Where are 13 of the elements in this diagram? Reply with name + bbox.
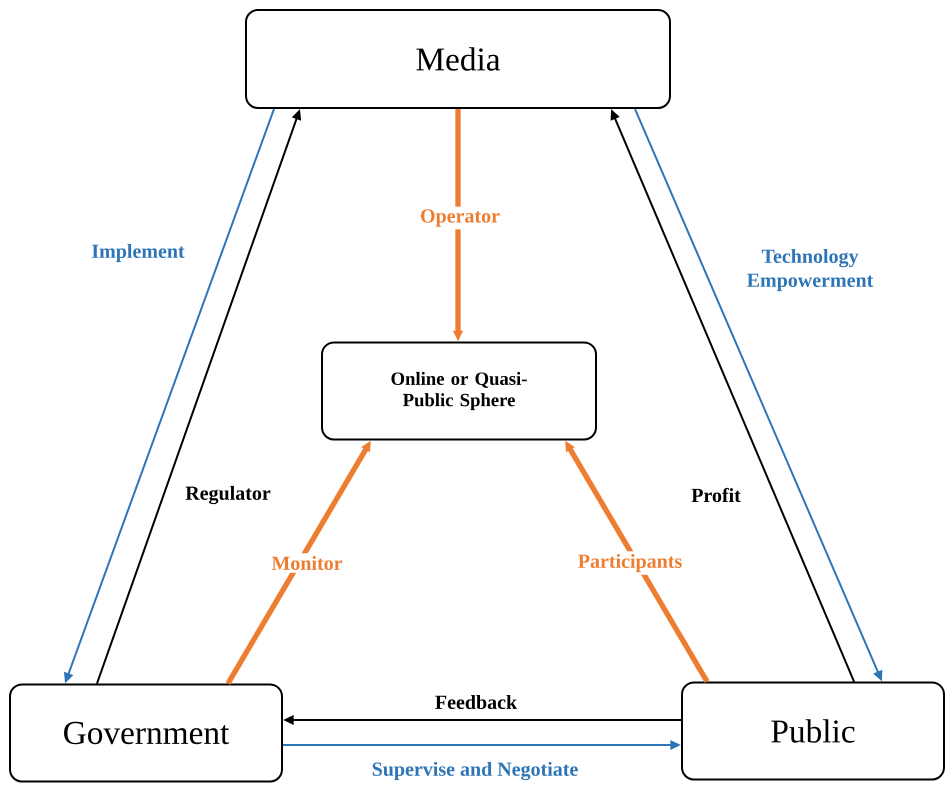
box: Media bbox=[245, 9, 671, 109]
edge-label: Feedback bbox=[435, 694, 518, 710]
box: Online or Quasi-Public Sphere bbox=[321, 341, 597, 441]
edge-label: Implement bbox=[92, 244, 185, 262]
edge-label: Operator bbox=[417, 206, 503, 230]
edge-label: Participants bbox=[575, 551, 685, 575]
edge-label: Monitor bbox=[268, 553, 346, 573]
box: Public bbox=[681, 681, 945, 781]
box: Government bbox=[9, 683, 283, 783]
edge-label: Profit bbox=[692, 488, 741, 502]
edge-label: Supervise and Negotiate bbox=[372, 762, 578, 780]
edge-label: Technology Empowerment bbox=[747, 248, 874, 292]
edge-label: Regulator bbox=[186, 486, 270, 504]
